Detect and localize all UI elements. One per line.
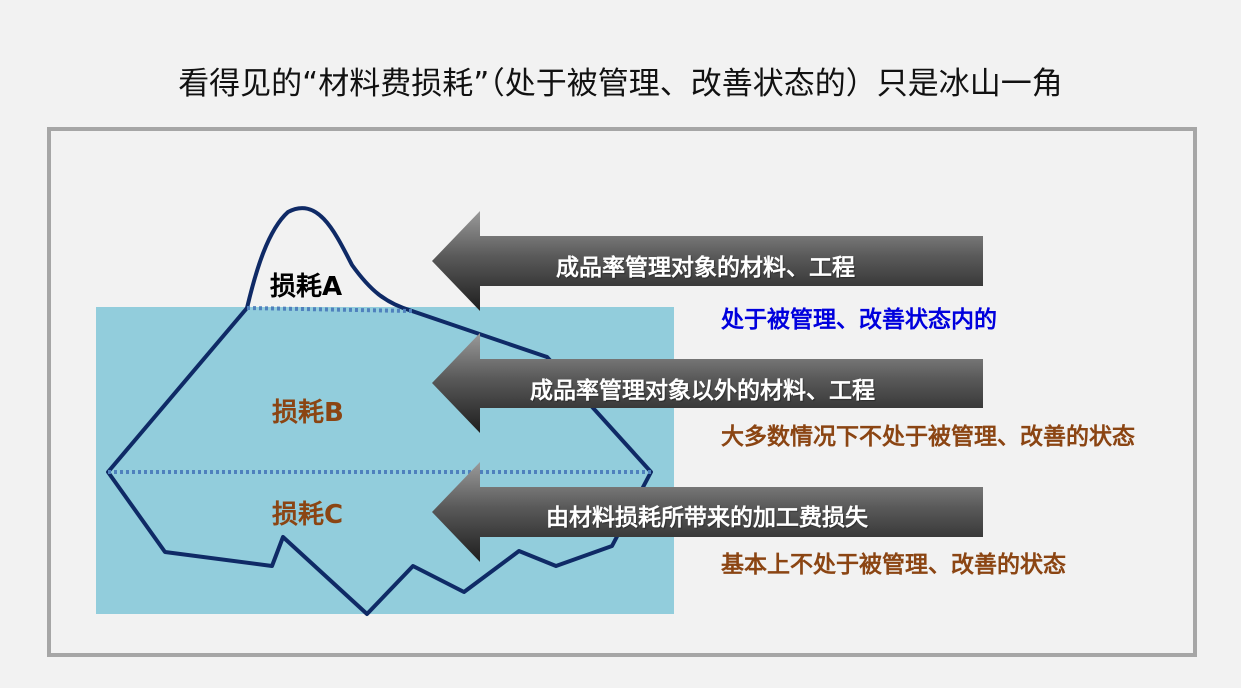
status-3-text: 基本上不处于被管理、改善的状态 <box>721 552 1066 578</box>
arrow-3 <box>432 462 983 562</box>
diagram-frame <box>47 127 1197 657</box>
loss-c-label: 损耗C <box>272 500 344 530</box>
arrow-2-label: 成品率管理对象以外的材料、工程 <box>530 378 875 404</box>
loss-a-label: 损耗A <box>270 272 343 302</box>
status-2-text: 大多数情况下不处于被管理、改善的状态 <box>721 424 1135 450</box>
arrow-1-label: 成品率管理对象的材料、工程 <box>556 255 855 281</box>
iceberg-tip <box>245 206 414 313</box>
water-area <box>96 307 674 614</box>
arrow-1 <box>432 211 983 311</box>
loss-b-label: 损耗B <box>272 398 344 428</box>
page-title: 看得见的“材料费损耗”（处于被管理、改善状态的）只是冰山一角 <box>178 66 1063 102</box>
arrow-2 <box>432 333 983 433</box>
status-1-text: 处于被管理、改善状态内的 <box>721 307 997 333</box>
arrow-3-label: 由材料损耗所带来的加工费损失 <box>546 505 868 531</box>
